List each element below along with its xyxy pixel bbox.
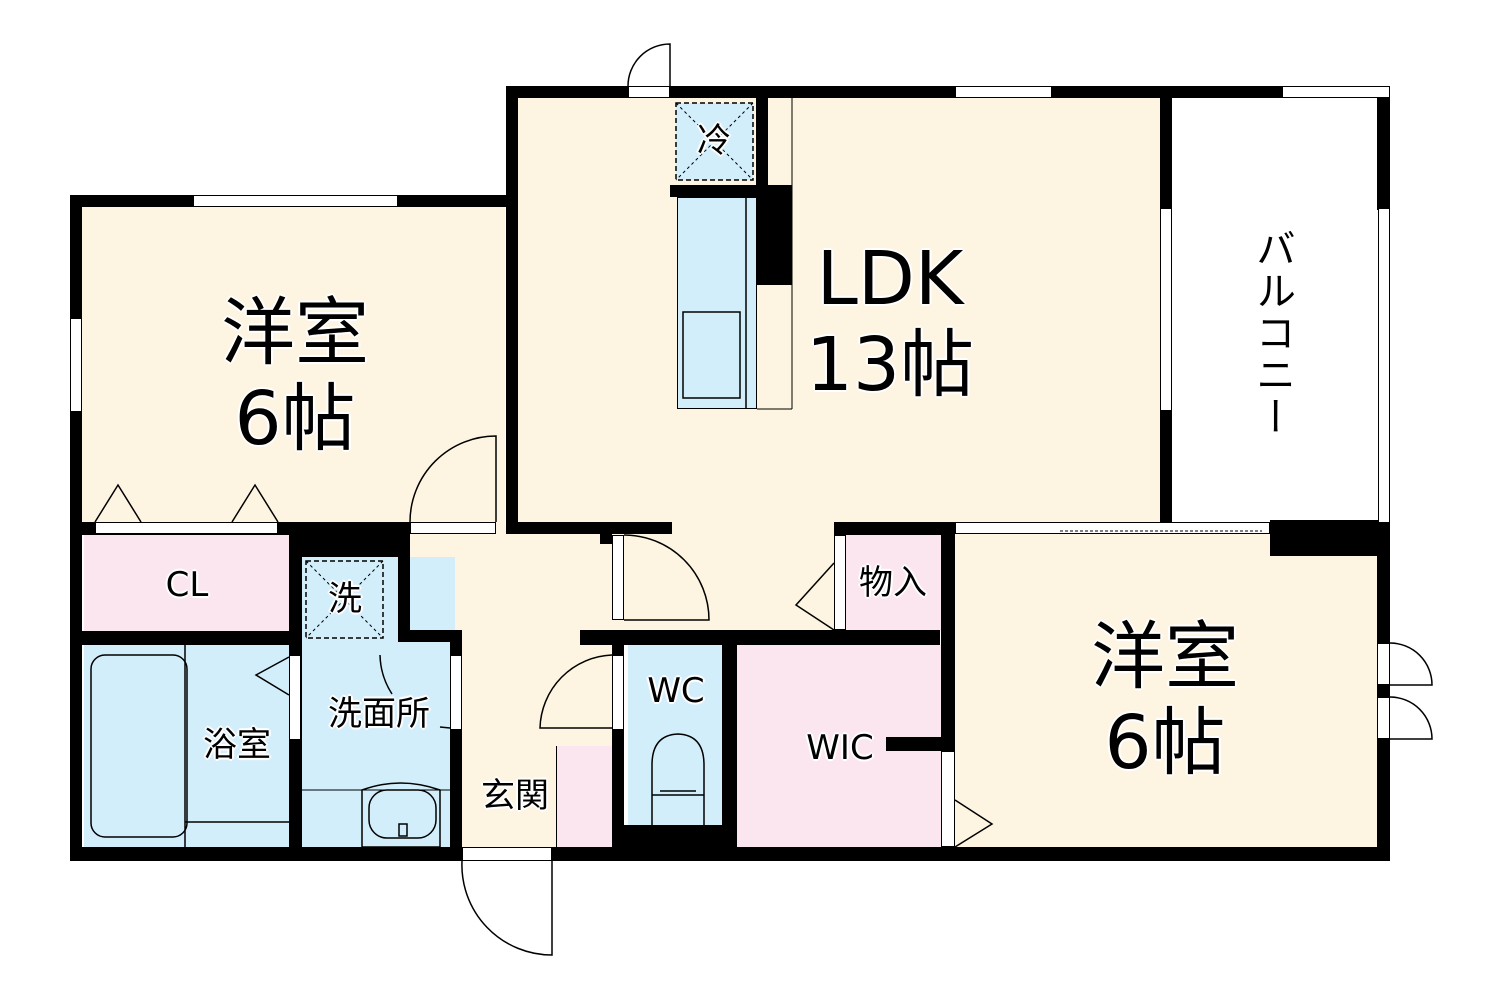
window xyxy=(1378,208,1390,523)
western-room-2-label: 洋室 6帖 xyxy=(1065,614,1265,786)
wall xyxy=(398,522,410,632)
entrance-door-opening xyxy=(462,847,552,861)
window xyxy=(1282,86,1390,98)
wall xyxy=(834,522,954,535)
hallway xyxy=(462,630,612,750)
wall xyxy=(580,630,940,645)
window xyxy=(955,86,1052,98)
window xyxy=(193,195,398,207)
wall xyxy=(506,522,672,534)
room-name: LDK xyxy=(816,236,964,322)
closet-label: CL xyxy=(165,565,209,605)
laundry-label: 洗 xyxy=(328,579,362,619)
window xyxy=(1160,208,1172,411)
western-room-1-label: 洋室 6帖 xyxy=(195,290,395,462)
window xyxy=(70,318,82,412)
toilet xyxy=(628,645,722,827)
fridge-label: 冷 xyxy=(697,121,731,161)
washroom-label: 洗面所 xyxy=(328,694,430,734)
storage-label: 物入 xyxy=(859,563,927,603)
room-name: 洋室 xyxy=(1091,614,1239,700)
wall xyxy=(886,737,941,751)
door-opening xyxy=(450,655,462,730)
western-room-2 xyxy=(955,533,1377,847)
kitchen-counter xyxy=(677,197,757,409)
closet xyxy=(84,535,289,631)
door-opening xyxy=(289,655,301,740)
toilet-label: WC xyxy=(647,671,705,711)
door-opening xyxy=(1377,697,1390,739)
room-size: 13帖 xyxy=(805,322,975,408)
door-opening xyxy=(612,535,624,620)
wall xyxy=(398,630,462,642)
wall xyxy=(1270,520,1390,556)
wall xyxy=(600,534,612,544)
door-opening xyxy=(612,655,624,730)
wall xyxy=(722,630,737,861)
wall xyxy=(70,631,302,645)
balcony-label: バルコニー xyxy=(1249,228,1295,438)
wall xyxy=(1377,86,1390,210)
walk-in-closet-label: WIC xyxy=(806,728,874,768)
wall xyxy=(757,185,792,285)
wall xyxy=(1377,520,1390,861)
entrance-storage xyxy=(556,746,612,847)
door-opening xyxy=(1377,643,1390,685)
bathroom-label: 浴室 xyxy=(203,725,271,765)
door-opening xyxy=(410,522,496,534)
wall xyxy=(756,86,768,186)
ldk-room xyxy=(518,98,1160,525)
wall xyxy=(290,522,410,557)
door-opening xyxy=(834,535,846,630)
door-opening xyxy=(628,86,670,98)
room-name: 洋室 xyxy=(221,290,369,376)
closet-door-opening xyxy=(95,522,278,534)
entrance-label: 玄関 xyxy=(481,776,549,816)
western-room-1 xyxy=(82,207,505,525)
balcony xyxy=(1172,98,1379,521)
door-opening xyxy=(941,751,955,847)
wall xyxy=(506,86,518,526)
ldk-label: LDK 13帖 xyxy=(790,236,990,408)
wall xyxy=(506,86,1282,98)
room-size: 6帖 xyxy=(234,376,356,462)
storage-closet xyxy=(846,535,941,631)
room-size: 6帖 xyxy=(1104,700,1226,786)
